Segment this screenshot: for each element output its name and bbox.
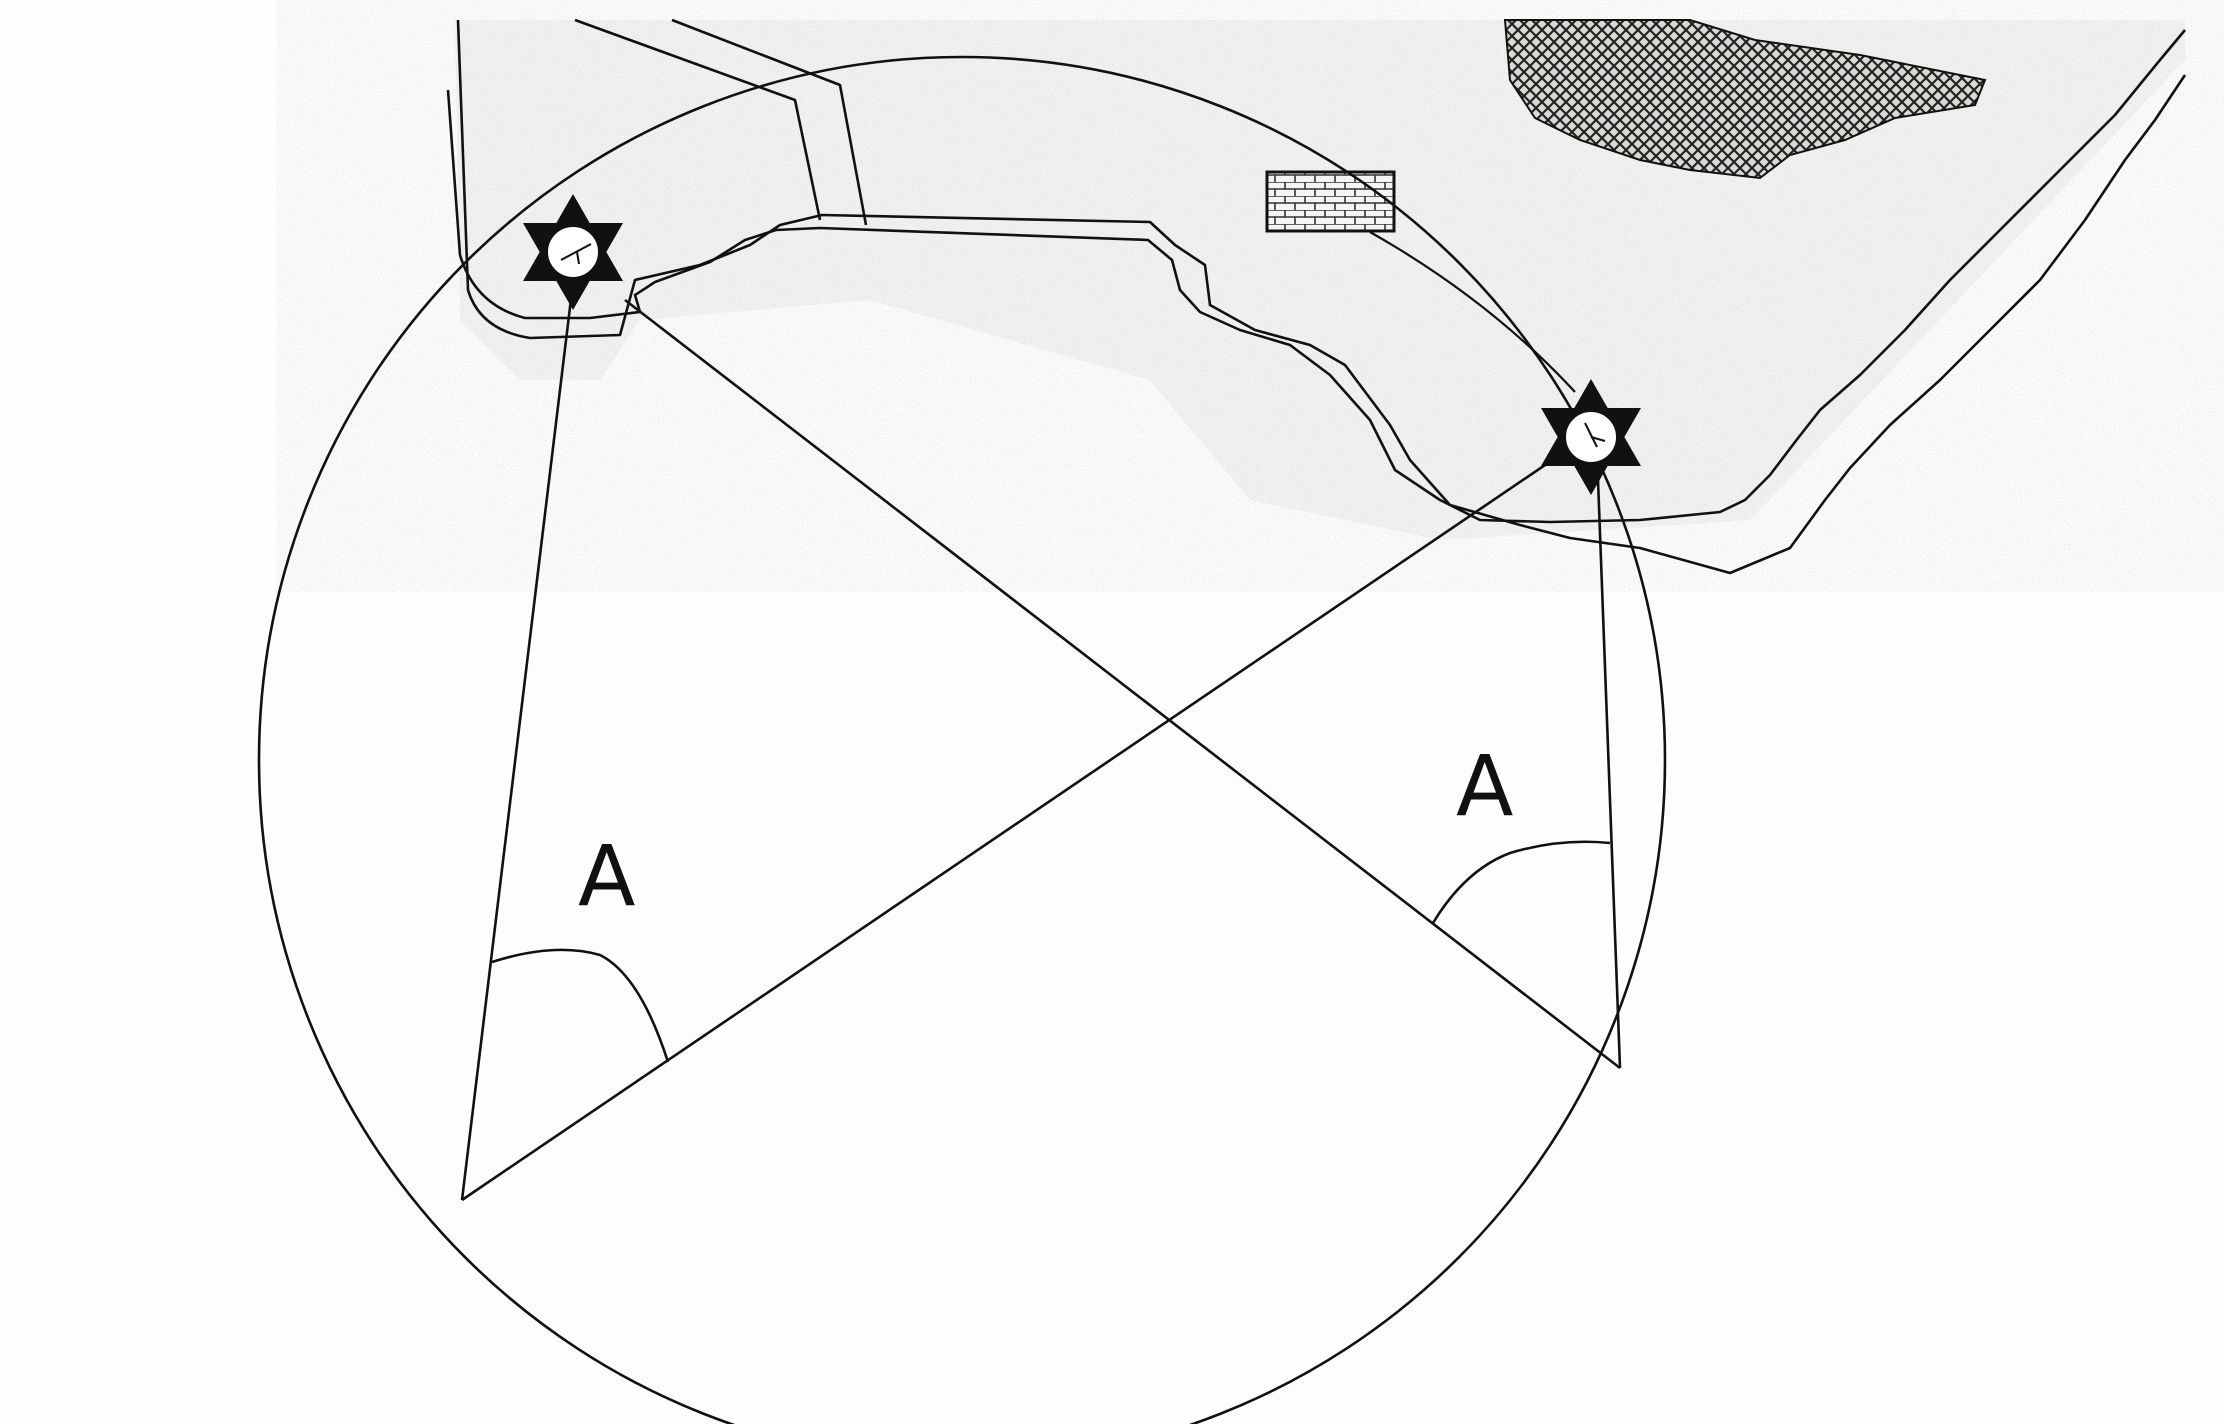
sight-line-right-beacon-to-right-point	[1596, 479, 1622, 1069]
coastline-lines	[446, 18, 2187, 575]
star-of-david-beacon-icon	[523, 194, 623, 310]
cliff-inner-line	[446, 29, 2186, 524]
brick-building	[1265, 170, 1396, 233]
star-of-david-beacon-icon	[1541, 379, 1641, 495]
cliff-outer-line	[456, 19, 2187, 575]
sight-line-left-beacon-to-right-point	[624, 298, 1621, 1070]
road-line-2	[671, 18, 868, 226]
angle-arc-right	[1431, 840, 1611, 924]
angle-arc-left	[491, 948, 670, 1063]
building-arc	[1369, 231, 1576, 393]
angle-label-right: A	[1456, 737, 1513, 835]
road-line-1	[574, 18, 822, 221]
circle-of-position	[257, 55, 1667, 1424]
angle-label-left: A	[578, 827, 635, 925]
marsh-area	[1503, 19, 1987, 180]
angle-arcs	[491, 840, 1611, 1063]
sight-lines	[460, 298, 1622, 1202]
sight-line-right-beacon-to-bottom-point	[461, 461, 1549, 1202]
sight-line-left-beacon-to-bottom-point	[460, 298, 573, 1201]
